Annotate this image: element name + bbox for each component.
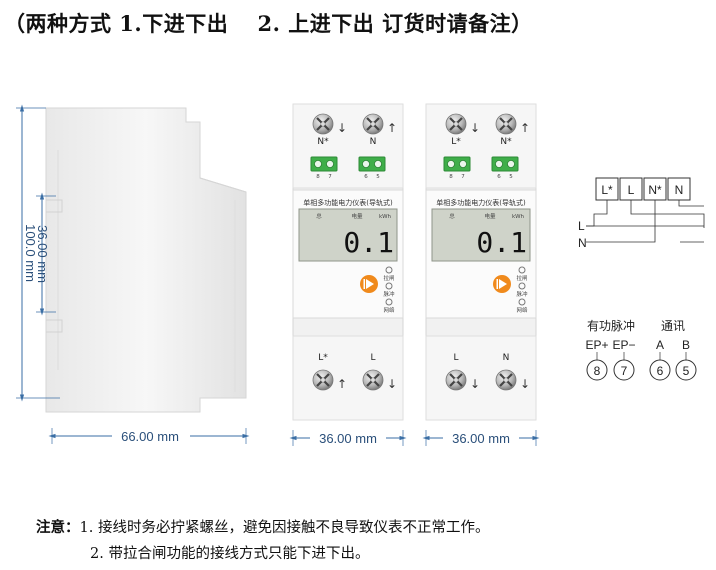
pin-label: 5 — [509, 174, 513, 180]
panel-title: 单相多功能电力仪表(导轨式) — [303, 198, 393, 207]
lcd-header: 总 — [316, 212, 322, 220]
arrow-down-icon: ↓ — [337, 121, 347, 135]
pulse-label: EP− — [612, 338, 635, 352]
wiring-terminal-label: N — [675, 183, 684, 197]
meter-left: ↓ ↑ N* N 8 7 6 5 单相多功能电力仪表(导轨式) 总 电量 kWh… — [292, 103, 404, 421]
pin-circle-label: 5 — [683, 364, 690, 378]
pin-circle-label: 6 — [657, 364, 664, 378]
lcd-header: 电量 — [484, 212, 496, 220]
indicator-label: 拉闸 — [383, 274, 394, 282]
pulse-label: EP+ — [585, 338, 608, 352]
height-dim-inner-label: 36.00 mm — [35, 225, 50, 283]
bottom-terminal-label: L* — [318, 353, 328, 363]
screw-icon — [311, 368, 335, 392]
meter-right: ↓ ↑ L* N* 8 7 6 5 单相多功能电力仪表(导轨式) 总 电量 kW… — [425, 103, 537, 421]
bottom-terminal-label: N — [503, 353, 510, 363]
arrow-down-icon: ↓ — [470, 121, 480, 135]
line-label: L — [578, 219, 585, 233]
width-dim-side-label: 66.00 mm — [121, 429, 179, 444]
pin-label: 5 — [376, 174, 380, 180]
lcd-header: kWh — [512, 214, 525, 220]
screw-icon — [361, 112, 385, 136]
arrow-down-icon: ↓ — [520, 377, 530, 391]
wiring-terminal-label: L — [628, 183, 635, 197]
indicator-led — [385, 266, 393, 274]
lcd-value: 0.1 — [343, 226, 394, 259]
indicator-label: 脉冲 — [516, 290, 528, 298]
lcd-header: 电量 — [351, 212, 363, 220]
pulse-comm-legend: 有功脉冲 通讯 EP+ EP− A B 8 7 6 5 — [585, 318, 697, 381]
screw-icon — [361, 368, 385, 392]
indicator-led — [518, 266, 526, 274]
top-terminal-label: N* — [317, 137, 329, 147]
screw-icon — [494, 112, 518, 136]
meter-left-width-dim: 36.00 mm — [289, 430, 407, 446]
wiring-terminal-label: L* — [601, 183, 613, 197]
width-dim-label: 36.00 mm — [452, 431, 510, 446]
wiring-terminal-label: N* — [648, 183, 662, 197]
top-terminal-label: L* — [451, 137, 461, 147]
pin-label: 7 — [461, 174, 465, 180]
height-dim-outer-label: 100.0 mm — [23, 224, 38, 282]
lcd-screen — [431, 208, 531, 262]
screw-icon — [311, 112, 335, 136]
note-line-2: 2. 带拉合闸功能的接线方式只能下进下出。 — [90, 542, 369, 563]
pin-circle-label: 8 — [594, 364, 601, 378]
pin-label: 6 — [497, 174, 501, 180]
pin-label: 8 — [316, 174, 320, 180]
note-prefix: 注意： — [36, 519, 80, 536]
page-title: （两种方式 1.下进下出 2. 上进下出 订货时请备注） — [4, 11, 533, 36]
note-line-1: 注意：1. 接线时务必拧紧螺丝，避免因接触不良导致仪表不正常工作。 — [36, 516, 489, 537]
indicator-led — [518, 298, 526, 306]
indicator-led — [385, 298, 393, 306]
comm-title: 通讯 — [661, 319, 685, 333]
bottom-terminal-label: L — [370, 353, 375, 363]
meter-right-width-dim: 36.00 mm — [422, 430, 540, 446]
note-text-2: 2. 带拉合闸功能的接线方式只能下进下出。 — [90, 546, 370, 562]
lcd-value: 0.1 — [476, 226, 527, 259]
indicator-label: 网络 — [516, 306, 528, 314]
screw-icon — [494, 368, 518, 392]
pulse-title: 有功脉冲 — [587, 318, 635, 333]
panel-title: 单相多功能电力仪表(导轨式) — [436, 198, 526, 207]
arrow-up-icon: ↑ — [337, 377, 347, 391]
indicator-led — [385, 282, 393, 290]
lcd-screen — [298, 208, 398, 262]
line-label: N — [578, 236, 587, 250]
top-terminal-label: N — [370, 137, 377, 147]
side-view: 100.0 mm 36.00 mm 66.00 mm — [16, 104, 250, 444]
lcd-header: 总 — [449, 212, 455, 220]
indicator-label: 网络 — [383, 306, 395, 314]
arrow-down-icon: ↓ — [470, 377, 480, 391]
note-text-1: 1. 接线时务必拧紧螺丝，避免因接触不良导致仪表不正常工作。 — [79, 520, 490, 536]
pin-label: 8 — [449, 174, 453, 180]
pin-label: 6 — [364, 174, 368, 180]
indicator-label: 脉冲 — [383, 290, 395, 298]
arrow-up-icon: ↑ — [520, 121, 530, 135]
comm-label: A — [656, 338, 664, 352]
lcd-header: kWh — [379, 214, 392, 220]
screw-icon — [444, 112, 468, 136]
indicator-label: 拉闸 — [516, 274, 527, 282]
indicator-led — [518, 282, 526, 290]
arrow-up-icon: ↑ — [387, 121, 397, 135]
pin-circle-label: 7 — [621, 364, 628, 378]
wiring-schematic: L* L N* N L N — [578, 177, 705, 250]
top-terminal-label: N* — [500, 137, 512, 147]
comm-label: B — [682, 338, 690, 352]
bottom-terminal-label: L — [453, 353, 458, 363]
arrow-down-icon: ↓ — [387, 377, 397, 391]
pin-label: 7 — [328, 174, 332, 180]
screw-icon — [444, 368, 468, 392]
width-dim-label: 36.00 mm — [319, 431, 377, 446]
